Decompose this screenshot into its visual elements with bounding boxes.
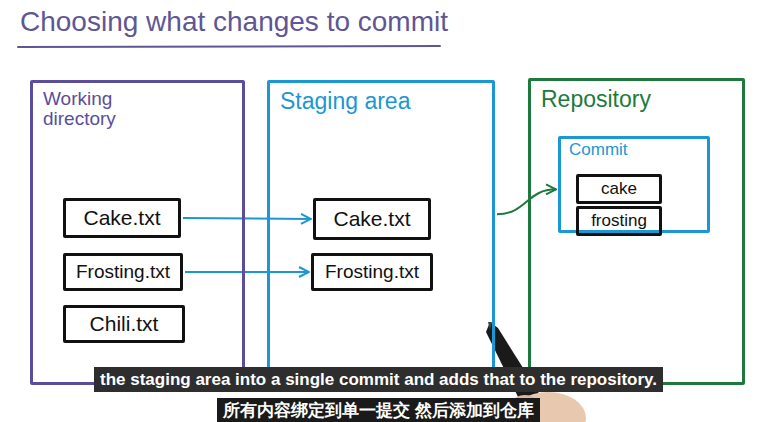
file-box: Chili.txt bbox=[63, 305, 185, 343]
subtitle-text: the staging area into a single commit an… bbox=[94, 367, 663, 392]
file-name: Frosting.txt bbox=[325, 261, 419, 283]
file-box: cake bbox=[576, 174, 662, 204]
file-name: Frosting.txt bbox=[76, 261, 170, 283]
area-box: Working directoryCake.txtFrosting.txtChi… bbox=[30, 80, 245, 385]
diagram-title: Choosing what changes to commit bbox=[20, 6, 448, 38]
file-box: Frosting.txt bbox=[311, 253, 433, 291]
area-box: Staging areaCake.txtFrosting.txt bbox=[267, 80, 495, 385]
subtitle-line: 所有内容绑定到单一提交 然后添加到仓库 bbox=[0, 398, 757, 422]
file-name: Chili.txt bbox=[90, 312, 159, 336]
file-box: Frosting.txt bbox=[63, 253, 183, 291]
area-heading: Staging area bbox=[280, 89, 410, 113]
file-box: Cake.txt bbox=[63, 198, 181, 238]
subtitle-text: 所有内容绑定到单一提交 然后添加到仓库 bbox=[217, 398, 540, 422]
arrow-connector bbox=[185, 271, 309, 273]
file-name: frosting bbox=[591, 211, 647, 231]
arrow-connector bbox=[183, 218, 311, 219]
file-name: cake bbox=[601, 179, 637, 199]
file-box: frosting bbox=[576, 206, 662, 236]
area-heading: Working directory bbox=[43, 89, 143, 129]
title-underline bbox=[18, 46, 440, 47]
commit-box: Commit cake frosting bbox=[558, 136, 710, 233]
file-name: Cake.txt bbox=[83, 206, 160, 230]
area-heading: Repository bbox=[541, 87, 651, 111]
file-name: Cake.txt bbox=[333, 207, 410, 231]
file-box: Cake.txt bbox=[313, 198, 431, 240]
arrow-connector bbox=[497, 189, 556, 214]
subtitle-line: the staging area into a single commit an… bbox=[0, 367, 757, 392]
area-heading: Commit bbox=[569, 141, 628, 159]
area-box: RepositoryCommit cake frosting bbox=[528, 78, 745, 385]
